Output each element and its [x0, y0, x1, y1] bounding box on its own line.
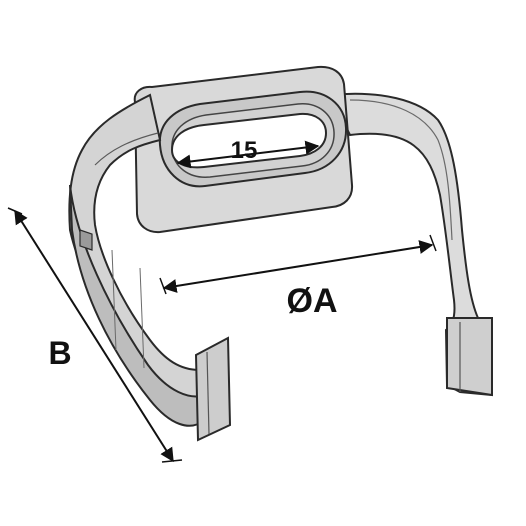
- dimension-height: B: [7, 207, 183, 463]
- dimension-label-height: B: [48, 335, 71, 371]
- dimension-line-diameter: [162, 240, 434, 293]
- clip-back-band: [328, 92, 493, 397]
- dimension-label-slot: 15: [231, 137, 258, 164]
- dimension-line-height: [14, 209, 174, 463]
- dimension-line-slot: [176, 140, 320, 169]
- dimension-label-diameter: ØA: [287, 282, 338, 320]
- dimension-diameter: ØA: [159, 234, 437, 320]
- dimension-slot-length: 15: [176, 137, 320, 169]
